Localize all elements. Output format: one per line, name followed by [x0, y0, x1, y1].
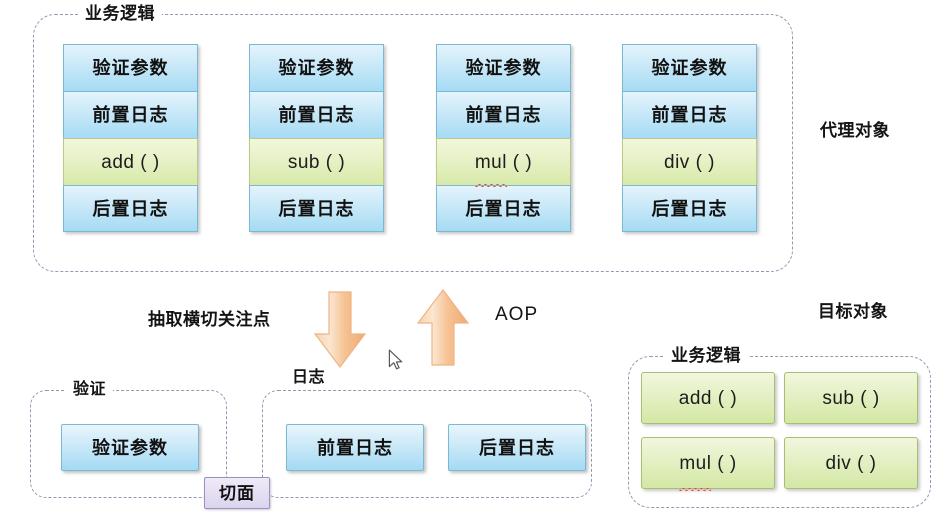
cell-before-log: 前置日志: [249, 91, 384, 138]
cell-validate-params: 验证参数: [436, 44, 571, 91]
aspect-chip[interactable]: 切面: [204, 477, 270, 509]
cell-method-sub: sub ( ): [249, 138, 384, 185]
cell-method-mul: mul ( ): [436, 138, 571, 187]
spellcheck-underline-text: mul: [679, 438, 712, 491]
target-add-box[interactable]: add ( ): [641, 372, 775, 424]
target-group-caption: 业务逻辑: [664, 346, 748, 366]
target-mul-box[interactable]: mul ( ): [641, 437, 775, 491]
proxy-column-sub[interactable]: 验证参数 前置日志 sub ( ) 后置日志: [249, 44, 384, 232]
cell-after-log: 后置日志: [63, 185, 198, 232]
cell-before-log: 前置日志: [63, 91, 198, 138]
cell-validate-params: 验证参数: [622, 44, 757, 91]
proxy-column-mul[interactable]: 验证参数 前置日志 mul ( ) 后置日志: [436, 44, 571, 232]
cell-validate-params: 验证参数: [249, 44, 384, 91]
cell-method-div: div ( ): [622, 138, 757, 185]
cell-before-log: 前置日志: [436, 91, 571, 138]
mouse-cursor: [388, 349, 403, 370]
proxy-column-div[interactable]: 验证参数 前置日志 div ( ) 后置日志: [622, 44, 757, 232]
cell-validate-params: 验证参数: [63, 44, 198, 91]
cell-method-add: add ( ): [63, 138, 198, 185]
method-parens: ( ): [506, 152, 533, 173]
target-div-box[interactable]: div ( ): [784, 437, 918, 489]
target-business-logic-group: [628, 356, 931, 508]
after-log-box[interactable]: 后置日志: [448, 424, 586, 471]
proxy-group-caption: 业务逻辑: [78, 4, 162, 24]
cell-before-log: 前置日志: [622, 91, 757, 138]
log-group: [262, 390, 592, 498]
validate-group-caption: 验证: [66, 380, 114, 400]
cell-after-log: 后置日志: [622, 185, 757, 232]
proxy-object-group: [33, 14, 793, 272]
cell-after-log: 后置日志: [249, 185, 384, 232]
cell-after-log: 后置日志: [436, 185, 571, 232]
log-group-caption: 日志: [285, 368, 333, 388]
before-log-box[interactable]: 前置日志: [286, 424, 424, 471]
extract-crosscutting-label: 抽取横切关注点: [148, 310, 271, 329]
proxy-column-add[interactable]: 验证参数 前置日志 add ( ) 后置日志: [63, 44, 198, 232]
down-arrow: [313, 291, 367, 368]
proxy-object-side-label: 代理对象: [820, 121, 890, 140]
spellcheck-underline-text: mul: [474, 139, 508, 187]
validate-group: [30, 390, 227, 498]
target-object-side-label: 目标对象: [818, 302, 888, 321]
up-arrow: [416, 289, 470, 366]
aop-label: AOP: [495, 304, 539, 325]
method-parens: ( ): [711, 453, 737, 474]
target-sub-box[interactable]: sub ( ): [784, 372, 918, 424]
validate-params-box[interactable]: 验证参数: [61, 424, 199, 471]
